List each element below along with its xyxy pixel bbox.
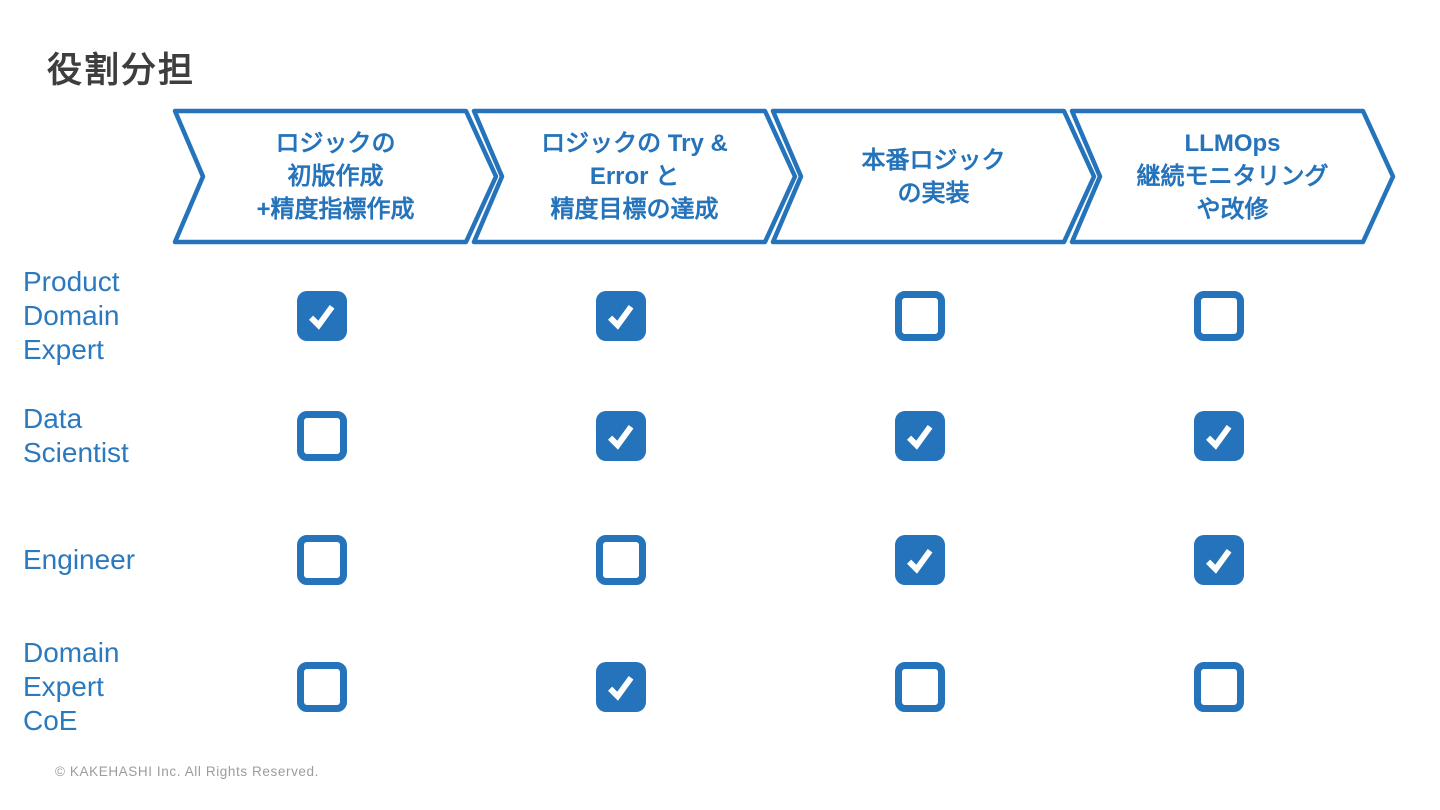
matrix-cell <box>471 623 770 750</box>
check-icon <box>607 675 633 701</box>
phase-header-row: ロジックの 初版作成 +精度指標作成 ロジックの Try & Error と 精… <box>172 108 1396 245</box>
matrix-cell <box>172 623 471 750</box>
checkbox <box>296 411 347 461</box>
matrix-cell <box>172 496 471 623</box>
role-label: Engineer <box>23 543 136 575</box>
checkbox <box>894 661 945 712</box>
matrix-cell <box>1069 256 1368 376</box>
phase-label: ロジックの 初版作成 +精度指標作成 <box>256 130 415 223</box>
matrix-cell <box>1069 496 1368 623</box>
phase-label: ロジックの Try & Error と 精度目標の達成 <box>541 130 728 223</box>
phase-chevron-4: LLMOps 継続モニタリング や改修 <box>1069 108 1396 245</box>
matrix-row-data-scientist: Data Scientist <box>23 376 1368 496</box>
checkbox <box>1193 411 1244 461</box>
checkbox <box>296 534 347 585</box>
phase-chevron-1: ロジックの 初版作成 +精度指標作成 <box>172 108 499 245</box>
chevron-arrow-shape <box>770 108 1097 245</box>
phase-chevron-2: ロジックの Try & Error と 精度目標の達成 <box>471 108 798 245</box>
role-label: Data Scientist <box>23 403 129 468</box>
checkbox <box>595 534 646 585</box>
checkbox <box>1193 291 1244 341</box>
matrix-cell <box>172 256 471 376</box>
check-icon <box>906 425 932 450</box>
chevron-arrow-shape <box>471 108 798 245</box>
matrix-cell <box>770 256 1069 376</box>
chevron-arrow-shape <box>1069 108 1396 245</box>
check-icon <box>308 305 334 330</box>
checkbox <box>296 661 347 712</box>
matrix-cell <box>770 376 1069 496</box>
chevron-arrow-shape <box>172 108 499 245</box>
matrix-cell <box>1069 623 1368 750</box>
matrix-row-engineer: Engineer <box>23 496 1368 623</box>
check-icon <box>1205 548 1231 574</box>
checkbox <box>595 661 646 712</box>
checkbox <box>894 534 945 585</box>
checkbox <box>894 411 945 461</box>
checkbox <box>1193 661 1244 712</box>
matrix-cell <box>1069 376 1368 496</box>
checkbox <box>1193 534 1244 585</box>
checkbox <box>595 291 646 341</box>
role-label: Product Domain Expert <box>23 266 120 365</box>
matrix-cell <box>770 623 1069 750</box>
matrix-cell <box>471 496 770 623</box>
matrix-row-product-domain-expert: Product Domain Expert <box>23 256 1368 376</box>
check-icon <box>607 425 633 450</box>
checkbox <box>595 411 646 461</box>
copyright-text: © KAKEHASHI Inc. All Rights Reserved. <box>55 764 319 779</box>
page-title: 役割分担 <box>47 51 196 90</box>
checkbox <box>296 291 347 341</box>
matrix-cell <box>471 376 770 496</box>
check-icon <box>1205 425 1231 450</box>
checkbox <box>894 291 945 341</box>
matrix-cell <box>471 256 770 376</box>
phase-label: 本番ロジック の実装 <box>861 146 1006 207</box>
role-label: Domain Expert CoE <box>23 636 120 736</box>
matrix-row-domain-expert-coe: Domain Expert CoE <box>23 623 1368 750</box>
matrix-cell <box>770 496 1069 623</box>
check-icon <box>906 548 932 574</box>
role-check-matrix: Product Domain Expert Data Scientist <box>23 256 1368 750</box>
check-icon <box>607 305 633 330</box>
matrix-cell <box>172 376 471 496</box>
phase-chevron-3: 本番ロジック の実装 <box>770 108 1097 245</box>
phase-label: LLMOps 継続モニタリング や改修 <box>1136 130 1329 223</box>
